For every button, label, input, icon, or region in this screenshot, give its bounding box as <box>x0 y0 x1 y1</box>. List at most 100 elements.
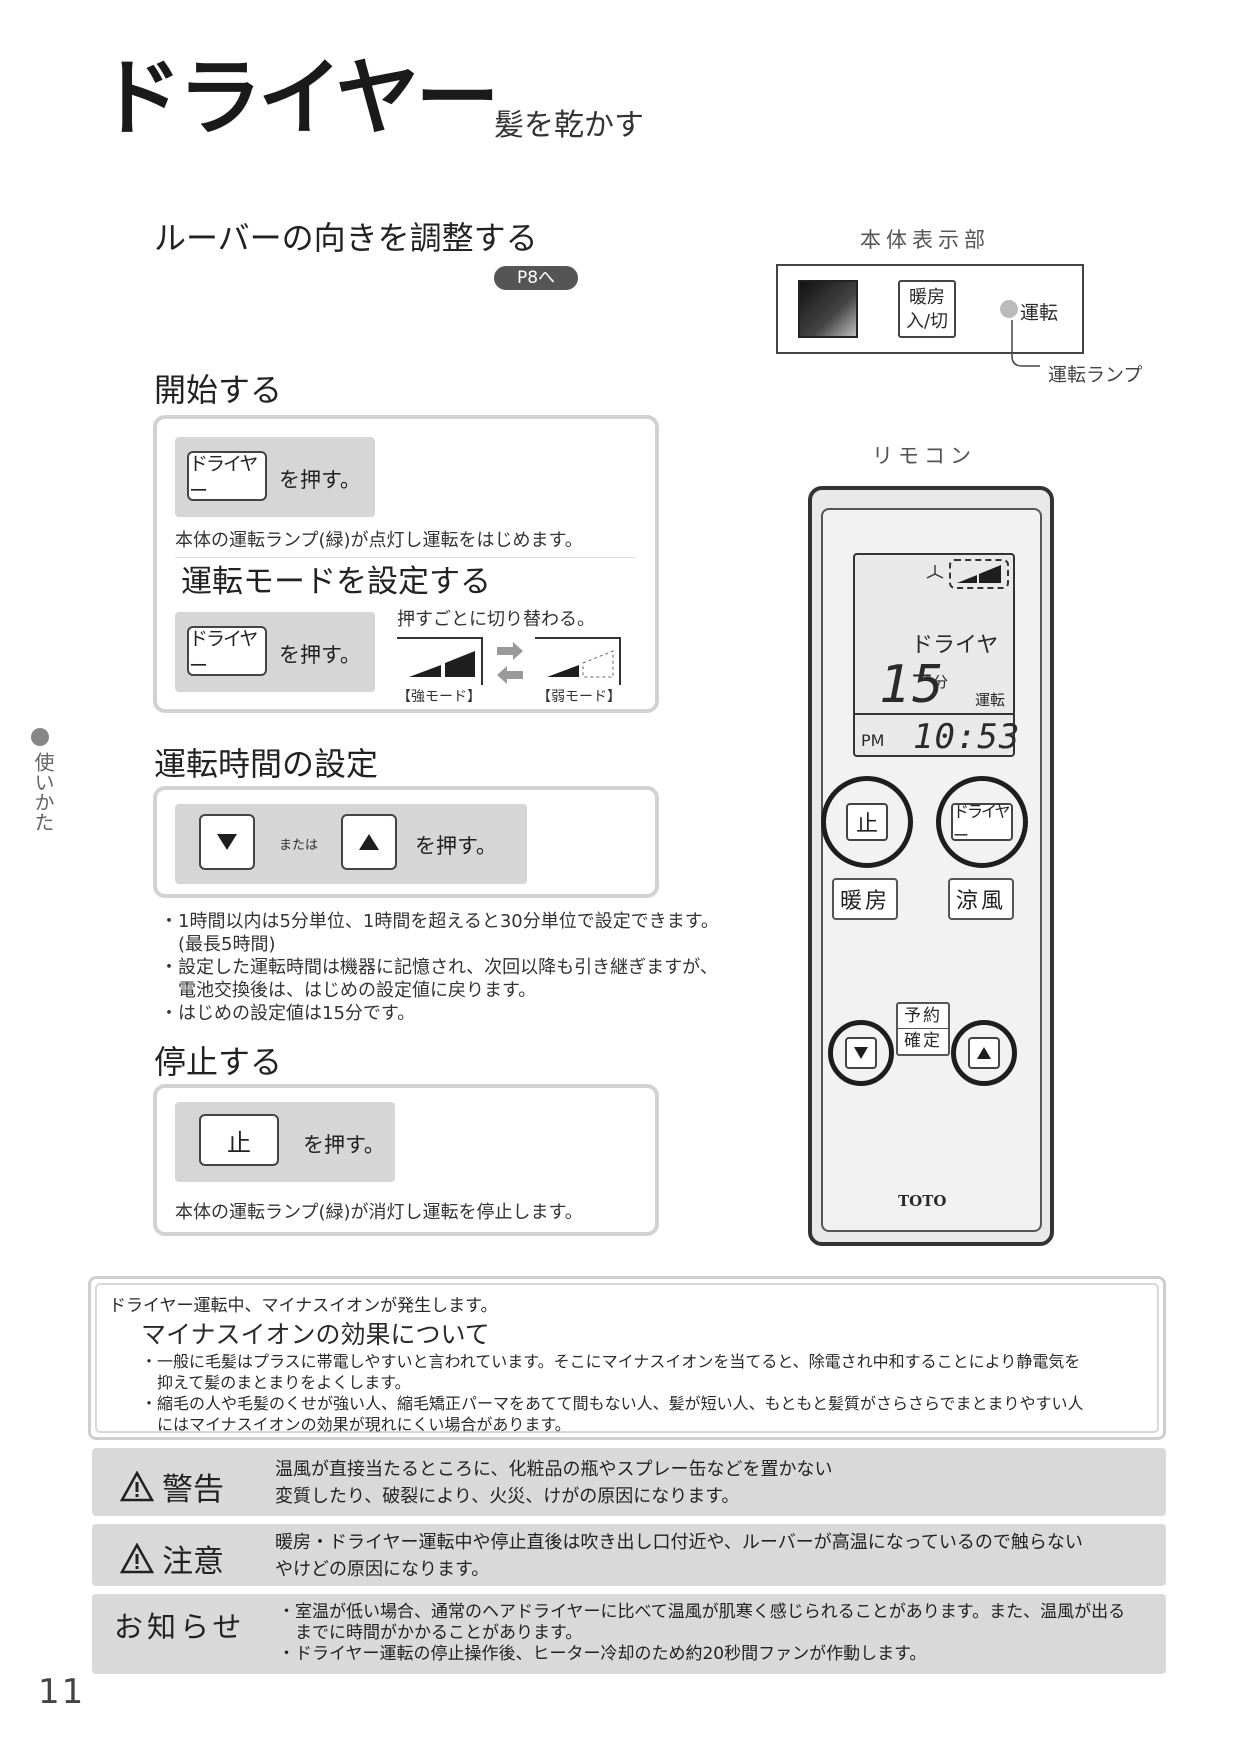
up-button[interactable] <box>341 814 397 870</box>
sidebar-label: 使いかた <box>31 752 55 832</box>
weak-mode-label: 【弱モード】 <box>537 689 621 705</box>
lamp-label: 運転ランプ <box>1048 364 1143 386</box>
page-ref-link[interactable]: P8へ <box>494 266 578 290</box>
stop-button[interactable]: 止 <box>199 1114 279 1166</box>
remote-lcd: ドライヤー 15 分 運転 PM 10:53 <box>853 553 1019 757</box>
caution-line: やけどの原因になります。 <box>275 1559 490 1580</box>
timer-note-line: 電池交換後は、はじめの設定値に戻ります。 <box>160 980 537 1001</box>
warning-box: 警告 温風が直接当たるところに、化粧品の瓶やスプレー缶などを置かない 変質したり… <box>92 1448 1166 1516</box>
push-text: を押す。 <box>303 1133 385 1157</box>
run-indicator-label: 運転 <box>1020 302 1059 324</box>
remote-dryer-button[interactable]: ドライヤー <box>951 802 1013 845</box>
timer-notes: ・1時間以内は5分単位、1時間を超えると30分単位で設定できます。 (最長5時間… <box>160 910 719 1025</box>
caution-line: 暖房・ドライヤー運転中や停止直後は吹き出し口付近や、ルーバーが高温になっているの… <box>275 1532 1083 1553</box>
push-text: を押す。 <box>279 643 361 667</box>
remote-stop-button[interactable]: 止 <box>846 803 888 841</box>
lcd-clock: 10:53 <box>913 717 1021 757</box>
ion-notes: ・一般に毛髪はプラスに帯電しやすいと言われています。そこにマイナスイオンを当てる… <box>141 1351 1084 1435</box>
timer-note-line: (最長5時間) <box>160 934 276 955</box>
fan-icon <box>926 565 944 579</box>
start-button-area: ドライヤー を押す。 <box>175 437 375 517</box>
stop-button-area: 止 を押す。 <box>175 1102 395 1182</box>
strong-level-icon <box>409 651 475 677</box>
lcd-run: 運転 <box>975 691 1006 709</box>
up-arrow-icon <box>359 834 379 850</box>
ion-inner-frame <box>95 1283 1159 1433</box>
notice-box: お知らせ ・室温が低い場合、通常のヘアドライヤーに比べて温風が肌寒く感じられるこ… <box>92 1594 1166 1674</box>
brand-logo: TOTO <box>898 1192 947 1210</box>
down-button[interactable] <box>199 814 255 870</box>
start-mode-panel: ドライヤー を押す。 本体の運転ランプ(緑)が点灯し運転をはじめます。 運転モー… <box>153 415 659 713</box>
caution-label: 注意 <box>162 1544 224 1580</box>
ion-note-line: ・一般に毛髪はプラスに帯電しやすいと言われています。そこにマイナスイオンを当てる… <box>141 1352 1081 1371</box>
switch-arrows-icon <box>497 642 523 684</box>
start-heading: 開始する <box>154 371 283 409</box>
divider <box>175 557 635 558</box>
timer-panel: または を押す。 <box>153 786 659 898</box>
lcd-minutes: 15 <box>879 655 946 715</box>
remote-up-button[interactable] <box>968 1037 1000 1069</box>
push-text: を押す。 <box>279 468 361 492</box>
level-indicator <box>949 559 1009 589</box>
mode-heading: 運転モードを設定する <box>181 564 491 600</box>
strong-mode-label: 【強モード】 <box>397 689 481 705</box>
section-sidebar: 使いかた <box>30 728 55 832</box>
heat-button-line: 入/切 <box>905 311 949 332</box>
lamp-leader-line <box>1011 320 1040 367</box>
unit-display-panel: 暖房 入/切 運転 <box>776 264 1084 354</box>
caution-box: 注意 暖房・ドライヤー運転中や停止直後は吹き出し口付近や、ルーバーが高温になって… <box>92 1524 1166 1586</box>
level-bars-icon <box>957 565 1001 583</box>
remote-heat-button[interactable]: 暖房 <box>832 878 898 920</box>
start-note: 本体の運転ランプ(緑)が点灯し運転をはじめます。 <box>175 530 583 551</box>
lcd-min-unit: 分 <box>933 673 949 691</box>
reserve-confirm-button[interactable]: 予約 確定 <box>896 1002 950 1056</box>
sensor-window <box>798 280 858 338</box>
timer-button-area: または を押す。 <box>175 804 527 884</box>
warning-label-wrap: 警告 <box>120 1464 224 1509</box>
notice-line: ・ドライヤー運転の停止操作後、ヒーター冷却のため約20秒間ファンが作動します。 <box>278 1644 927 1664</box>
dryer-button[interactable]: ドライヤー <box>187 626 267 677</box>
caution-label-wrap: 注意 <box>120 1536 224 1581</box>
up-button-ring <box>951 1020 1017 1086</box>
unit-display-label: 本体表示部 <box>860 228 990 252</box>
stop-heading: 停止する <box>154 1043 283 1081</box>
ion-heading: マイナスイオンの効果について <box>141 1320 490 1349</box>
notice-line: までに時間がかかることがあります。 <box>278 1623 583 1643</box>
down-arrow-icon <box>217 834 237 850</box>
stop-panel: 止 を押す。 本体の運転ランプ(緑)が消灯し運転を停止します。 <box>153 1084 659 1236</box>
page-title: ドライヤー <box>98 49 499 147</box>
timer-note-line: ・1時間以内は5分単位、1時間を超えると30分単位で設定できます。 <box>160 911 719 932</box>
warning-text: 温風が直接当たるところに、化粧品の瓶やスプレー缶などを置かない 変質したり、破裂… <box>275 1456 832 1510</box>
heat-button-line: 暖房 <box>909 287 945 308</box>
caution-text: 暖房・ドライヤー運転中や停止直後は吹き出し口付近や、ルーバーが高温になっているの… <box>275 1529 1083 1583</box>
heat-onoff-button[interactable]: 暖房 入/切 <box>898 280 956 338</box>
bullet-icon <box>31 728 49 746</box>
weak-mode-indicator <box>535 637 621 685</box>
down-button-ring <box>828 1020 894 1086</box>
remote-cool-button[interactable]: 涼風 <box>948 878 1014 920</box>
ion-note-line: にはマイナスイオンの効果が現れにくい場合があります。 <box>141 1415 571 1434</box>
ion-note-line: ・縮毛の人や毛髪のくせが強い人、縮毛矯正パーマをあてて間もない人、髪が短い人、も… <box>141 1394 1084 1413</box>
page-subtitle: 髪を乾かす <box>494 108 644 143</box>
lcd-ampm: PM <box>861 731 885 750</box>
run-lamp-icon <box>1000 300 1018 318</box>
remote-down-button[interactable] <box>845 1037 877 1069</box>
stop-note: 本体の運転ランプ(緑)が消灯し運転を停止します。 <box>175 1202 583 1223</box>
timer-note-line: ・設定した運転時間は機器に記憶され、次回以降も引き継ぎますが、 <box>160 957 718 978</box>
ion-info-box: ドライヤー運転中、マイナスイオンが発生します。 マイナスイオンの効果について ・… <box>88 1276 1166 1440</box>
down-arrow-icon <box>854 1047 868 1059</box>
warning-label: 警告 <box>162 1472 224 1508</box>
lcd-divider <box>855 713 1013 715</box>
page-number: 11 <box>38 1672 86 1712</box>
warning-line: 変質したり、破裂により、火災、けがの原因になります。 <box>275 1486 740 1507</box>
notice-line: ・室温が低い場合、通常のヘアドライヤーに比べて温風が肌寒く感じられることがありま… <box>278 1602 1126 1622</box>
dryer-button[interactable]: ドライヤー <box>187 451 267 502</box>
caution-icon <box>120 1543 154 1574</box>
confirm-line: 確定 <box>904 1031 942 1051</box>
notice-label: お知らせ <box>114 1610 246 1644</box>
stop-button-ring: 止 <box>821 776 913 868</box>
reserve-line: 予約 <box>898 1004 948 1029</box>
notice-text: ・室温が低い場合、通常のヘアドライヤーに比べて温風が肌寒く感じられることがありま… <box>278 1602 1125 1665</box>
louver-heading: ルーバーの向きを調整する <box>154 219 538 257</box>
lcd-mode: ドライヤー <box>911 633 999 690</box>
